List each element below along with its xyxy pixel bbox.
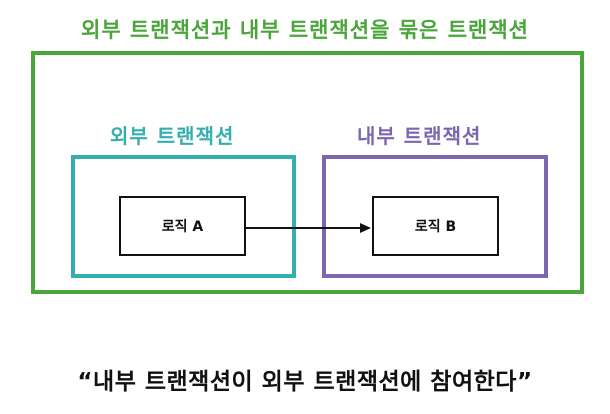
inner-transaction-box — [322, 155, 548, 278]
outer-transaction-label: 외부 트랜잭션 — [110, 124, 235, 148]
diagram-title: 외부 트랜잭션과 내부 트랜잭션을 묶은 트랜잭션 — [81, 18, 529, 42]
combined-transaction-box — [31, 51, 584, 294]
inner-transaction-label: 내부 트랜잭션 — [357, 124, 482, 148]
logic-a-box: 로직 A — [119, 196, 246, 256]
logic-b-box: 로직 B — [372, 196, 499, 256]
caption: “내부 트랜잭션이 외부 트랜잭션에 참여한다” — [77, 369, 533, 395]
arrow-head — [360, 223, 371, 233]
outer-transaction-box — [71, 155, 296, 278]
